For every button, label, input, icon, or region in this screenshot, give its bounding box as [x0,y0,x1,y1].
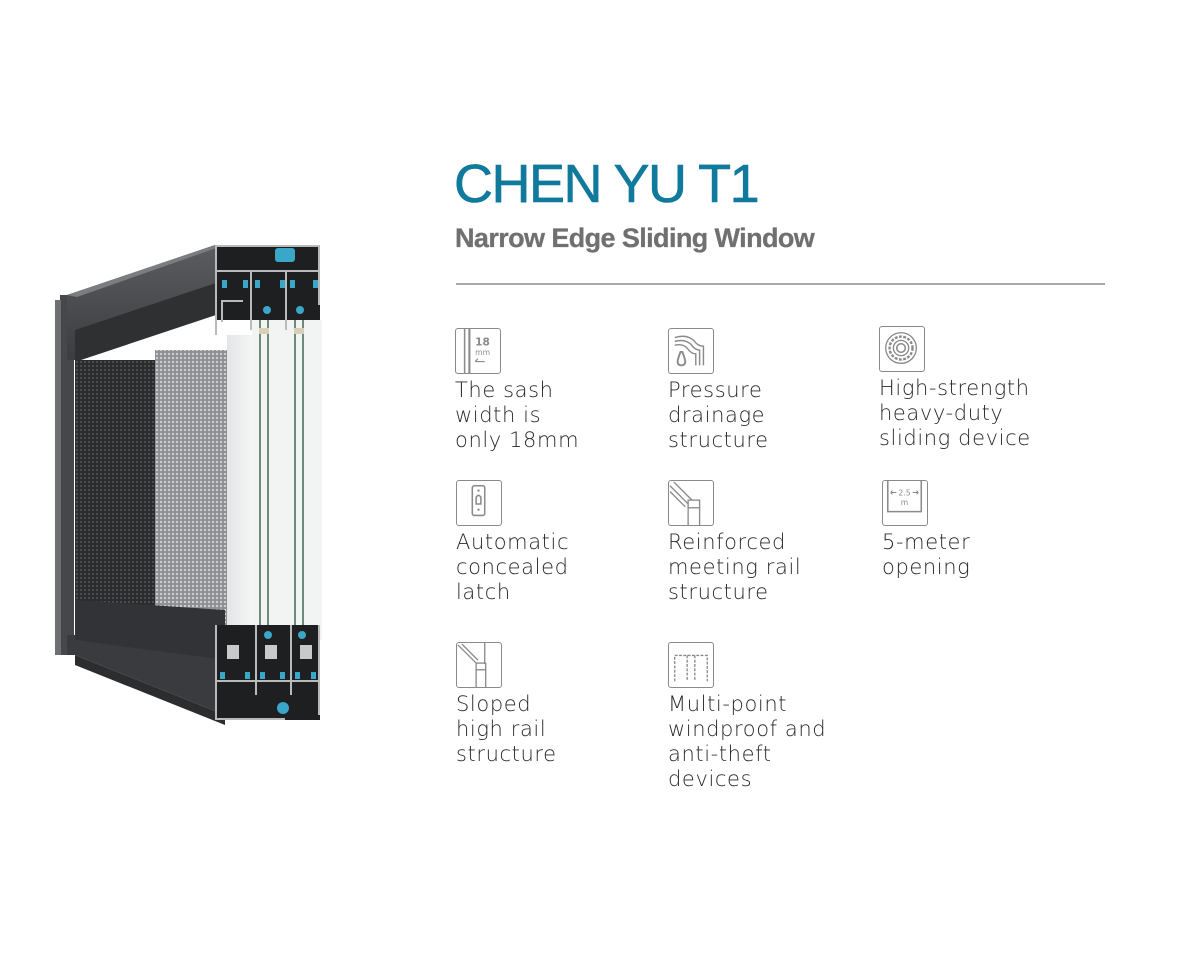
heavy-duty-roller-icon [879,326,925,372]
sloped-high-rail-icon [456,642,502,688]
feature-label: The sash width is only 18mm [455,378,580,452]
concealed-latch-icon [456,480,502,526]
product-subtitle: Narrow Edge Sliding Window [455,223,815,253]
product-title: CHEN YU T1 [454,154,760,215]
feature-meeting-rail: Reinforced meeting rail structure [668,480,878,605]
multi-point-lock-icon [668,642,714,688]
feature-sloped-high-rail: Sloped high rail structure [456,642,666,767]
feature-label: 5-meter opening [882,530,971,579]
feature-label: Reinforced meeting rail structure [668,530,802,604]
feature-label: Sloped high rail structure [456,692,557,766]
feature-5-meter-opening: 2.5 m 5-meter opening [882,480,1092,580]
feature-concealed-latch: Automatic concealed latch [456,480,666,605]
pressure-drainage-icon [668,328,714,374]
feature-label: High-strength heavy-duty sliding device [879,376,1031,450]
meeting-rail-icon [668,480,714,526]
feature-label: Pressure drainage structure [668,378,769,452]
feature-sash-width: 18 mm The sash width is only 18mm [455,328,665,453]
opening-width-icon: 2.5 m [882,480,928,526]
svg-text:18: 18 [475,336,490,348]
feature-label: Automatic concealed latch [456,530,570,604]
svg-text:mm: mm [475,348,490,357]
feature-pressure-drainage: Pressure drainage structure [668,328,878,453]
header-divider [456,283,1105,285]
feature-label: Multi-point windproof and anti-theft dev… [668,692,827,791]
feature-multi-point-lock: Multi-point windproof and anti-theft dev… [668,642,878,792]
feature-heavy-duty-sliding: High-strength heavy-duty sliding device [879,326,1089,451]
svg-text:m: m [901,498,908,507]
product-image-window-profile [55,240,325,730]
svg-text:2.5: 2.5 [898,488,910,497]
sash-width-18mm-icon: 18 mm [455,328,501,374]
